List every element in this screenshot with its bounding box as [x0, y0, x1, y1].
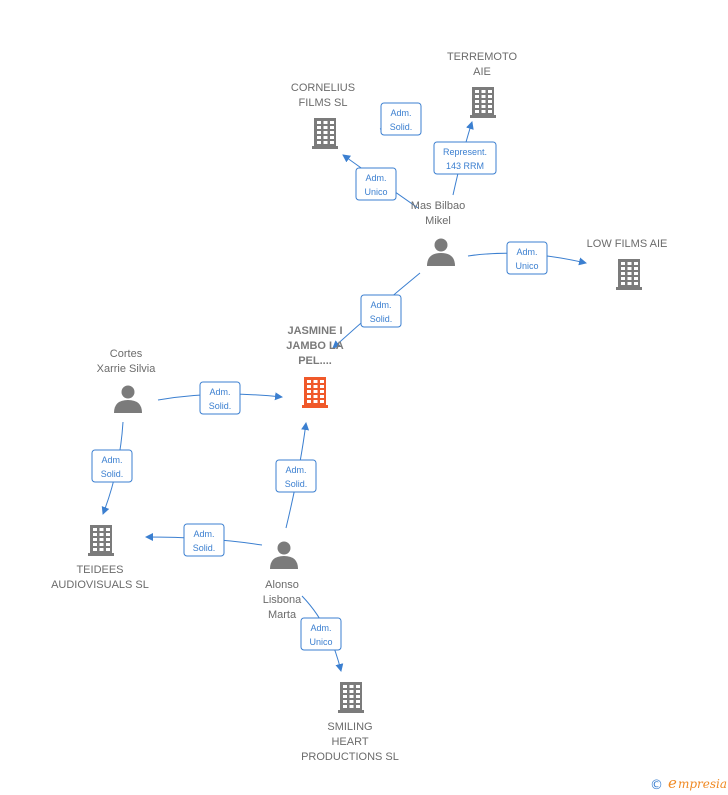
relation-tag[interactable]: Adm. Solid.: [183, 523, 225, 557]
relation-tag-text: Unico: [309, 637, 332, 647]
building-icon[interactable]: [302, 377, 328, 408]
brand-initial: e: [668, 774, 677, 792]
building-icon[interactable]: [338, 682, 364, 713]
relation-tag-text: Adm.: [193, 529, 214, 539]
relation-tag-text: 143 RRM: [446, 161, 484, 171]
relation-tag-box: [275, 459, 317, 493]
relation-tag-box: [199, 381, 241, 415]
edge-mas_bilbao-jasmine: Adm. Solid.: [332, 272, 421, 349]
relation-tag[interactable]: Adm. Solid.: [199, 381, 241, 415]
relation-tag[interactable]: Adm. Solid.: [380, 102, 422, 136]
edge-mas_bilbao-low_films: Adm. Unico: [467, 241, 587, 275]
node-label[interactable]: JASMINE I: [287, 325, 342, 337]
node-label[interactable]: AIE: [473, 66, 491, 78]
relation-tag-box: [433, 141, 497, 175]
node-label[interactable]: PEL....: [298, 355, 332, 367]
footer: © e mpresia: [650, 774, 727, 793]
relation-tag-text: Solid.: [285, 479, 308, 489]
relation-tag-text: Unico: [364, 187, 387, 197]
relation-tag-text: Unico: [515, 261, 538, 271]
building-icon[interactable]: [88, 525, 114, 556]
node-label[interactable]: TEIDEES: [76, 564, 123, 576]
relation-tag-text: Solid.: [209, 401, 232, 411]
relation-tag-text: Adm.: [209, 387, 230, 397]
node-terremoto[interactable]: TERREMOTO AIE: [447, 51, 518, 118]
relation-tag-text: Adm.: [285, 465, 306, 475]
relation-tag[interactable]: Adm. Unico: [355, 167, 397, 201]
node-label[interactable]: Alonso: [265, 579, 299, 591]
relation-tag-text: Solid.: [370, 314, 393, 324]
building-icon[interactable]: [470, 87, 496, 118]
relation-tag-text: Adm.: [365, 173, 386, 183]
node-label[interactable]: Cortes: [110, 348, 143, 360]
person-icon[interactable]: [427, 238, 455, 267]
relation-tag-box: [183, 523, 225, 557]
node-label[interactable]: Lisbona: [263, 594, 302, 606]
relation-tag[interactable]: Adm. Solid.: [91, 449, 133, 483]
edge-cortes-teidees: Adm. Solid.: [91, 421, 133, 515]
edges-layer: Adm.Solid.Represent.143 RRMAdm.UnicoAdm.…: [91, 102, 587, 672]
node-label[interactable]: CORNELIUS: [291, 82, 355, 94]
relation-tag-text: Adm.: [390, 108, 411, 118]
node-smiling[interactable]: SMILING HEART PRODUCTIONS SL: [301, 682, 399, 763]
relation-tag-box: [360, 294, 402, 328]
node-label[interactable]: FILMS SL: [299, 97, 348, 109]
relation-tag-box: [300, 617, 342, 651]
node-label[interactable]: Marta: [268, 609, 297, 621]
edge-alonso-smiling: Adm. Unico: [300, 595, 344, 672]
building-icon[interactable]: [616, 259, 642, 290]
relation-tag-box: [91, 449, 133, 483]
node-jasmine[interactable]: JASMINE I JAMBO LA PEL....: [286, 325, 344, 408]
relation-tag-text: Solid.: [193, 543, 216, 553]
relation-tag-box: [380, 102, 422, 136]
node-label[interactable]: TERREMOTO: [447, 51, 518, 63]
edge-mas_bilbao-cornelius: Adm. Unico: [342, 154, 419, 209]
building-icon[interactable]: [312, 118, 338, 149]
edge-cortes-jasmine: Adm. Solid.: [157, 381, 283, 415]
edge-alonso-teidees: Adm. Solid.: [145, 523, 263, 557]
relation-tag-box: [355, 167, 397, 201]
relation-tag[interactable]: Adm. Unico: [506, 241, 548, 275]
node-label[interactable]: AUDIOVISUALS SL: [51, 579, 149, 591]
relation-tag-text: Adm.: [310, 623, 331, 633]
edge-cornelius-terremoto: Adm. Solid.: [379, 102, 422, 136]
node-label[interactable]: LOW FILMS AIE: [587, 238, 668, 250]
node-label[interactable]: Mas Bilbao: [411, 200, 465, 212]
node-low_films[interactable]: LOW FILMS AIE: [587, 238, 668, 290]
relation-tag[interactable]: Adm. Solid.: [275, 459, 317, 493]
person-icon[interactable]: [270, 541, 298, 570]
relation-tag[interactable]: Represent. 143 RRM: [433, 141, 497, 175]
node-cornelius[interactable]: CORNELIUS FILMS SL: [291, 82, 355, 149]
edge-mas_bilbao-terremoto: Represent. 143 RRM: [433, 121, 497, 196]
relation-tag-text: Adm.: [101, 455, 122, 465]
relation-tag-text: Adm.: [370, 300, 391, 310]
relation-tag-text: Solid.: [390, 122, 413, 132]
relation-tag-text: Solid.: [101, 469, 124, 479]
relation-tag-text: Represent.: [443, 147, 487, 157]
relation-tag[interactable]: Adm. Solid.: [360, 294, 402, 328]
person-icon[interactable]: [114, 385, 142, 414]
node-label[interactable]: SMILING: [327, 721, 372, 733]
relation-tag[interactable]: Adm. Unico: [300, 617, 342, 651]
copyright-icon: ©: [650, 778, 663, 793]
node-label[interactable]: Mikel: [425, 215, 451, 227]
edge-alonso-jasmine: Adm. Solid.: [275, 422, 317, 529]
brand-name[interactable]: mpresia: [678, 777, 727, 791]
node-label[interactable]: HEART: [331, 736, 368, 748]
relation-tag-text: Adm.: [516, 247, 537, 257]
node-label[interactable]: PRODUCTIONS SL: [301, 751, 399, 763]
relation-tag-box: [506, 241, 548, 275]
node-teidees[interactable]: TEIDEES AUDIOVISUALS SL: [51, 525, 149, 591]
node-label[interactable]: JAMBO LA: [286, 340, 344, 352]
node-label[interactable]: Xarrie Silvia: [97, 363, 157, 375]
